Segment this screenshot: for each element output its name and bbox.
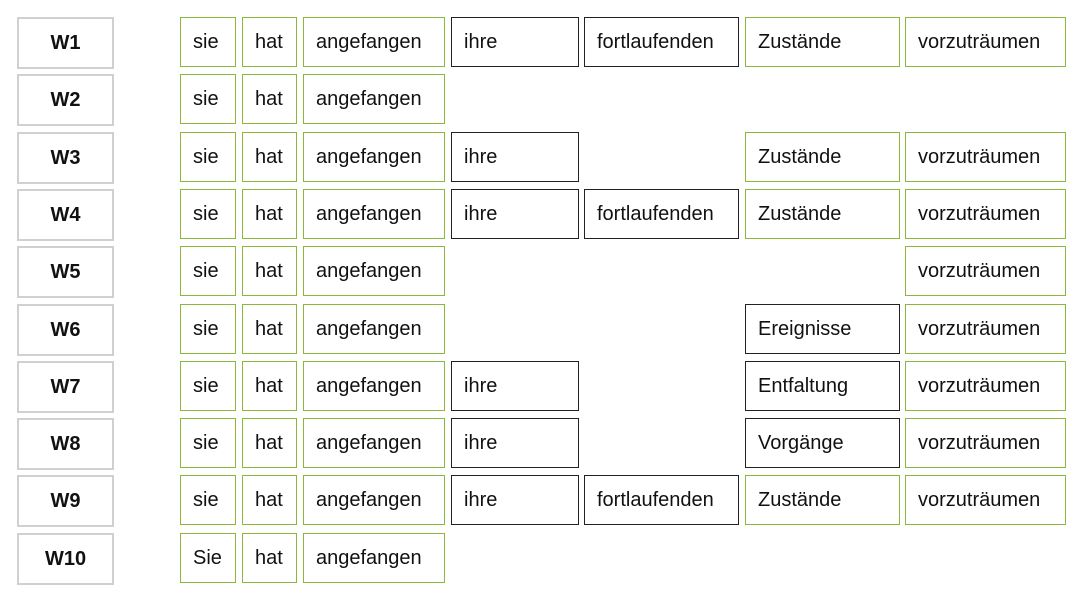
word-cell: angefangen <box>303 246 445 296</box>
word-cell: Zustände <box>745 17 900 67</box>
row-label: W5 <box>17 246 114 298</box>
row-label: W9 <box>17 475 114 527</box>
word-cell: fortlaufenden <box>584 189 739 239</box>
word-cell: angefangen <box>303 418 445 468</box>
word-cell: ihre <box>451 17 579 67</box>
word-cell: Zustände <box>745 475 900 525</box>
word-cell: vorzuträumen <box>905 418 1066 468</box>
word-cell: Vorgänge <box>745 418 900 468</box>
word-cell: angefangen <box>303 533 445 583</box>
word-cell: Sie <box>180 533 236 583</box>
word-cell: vorzuträumen <box>905 475 1066 525</box>
word-cell: angefangen <box>303 189 445 239</box>
word-cell: ihre <box>451 475 579 525</box>
word-cell: angefangen <box>303 132 445 182</box>
word-cell: Entfaltung <box>745 361 900 411</box>
word-cell: angefangen <box>303 361 445 411</box>
word-cell: ihre <box>451 361 579 411</box>
word-cell: Ereignisse <box>745 304 900 354</box>
word-cell: ihre <box>451 189 579 239</box>
word-cell: sie <box>180 246 236 296</box>
word-cell: hat <box>242 132 297 182</box>
word-cell: hat <box>242 475 297 525</box>
word-cell: angefangen <box>303 475 445 525</box>
word-cell: angefangen <box>303 74 445 124</box>
word-cell: vorzuträumen <box>905 246 1066 296</box>
word-cell: fortlaufenden <box>584 17 739 67</box>
word-cell: Zustände <box>745 132 900 182</box>
row-label: W10 <box>17 533 114 585</box>
word-cell: sie <box>180 17 236 67</box>
row-label: W8 <box>17 418 114 470</box>
row-label: W3 <box>17 132 114 184</box>
word-cell: sie <box>180 361 236 411</box>
word-cell: ihre <box>451 132 579 182</box>
word-cell: hat <box>242 74 297 124</box>
word-cell: vorzuträumen <box>905 132 1066 182</box>
word-cell: sie <box>180 418 236 468</box>
word-cell: sie <box>180 304 236 354</box>
word-cell: ihre <box>451 418 579 468</box>
row-label: W6 <box>17 304 114 356</box>
word-cell: vorzuträumen <box>905 17 1066 67</box>
row-label: W1 <box>17 17 114 69</box>
word-cell: vorzuträumen <box>905 361 1066 411</box>
row-label: W4 <box>17 189 114 241</box>
word-cell: vorzuträumen <box>905 304 1066 354</box>
word-cell: hat <box>242 189 297 239</box>
row-label: W2 <box>17 74 114 126</box>
word-cell: hat <box>242 246 297 296</box>
word-cell: hat <box>242 304 297 354</box>
word-cell: hat <box>242 533 297 583</box>
row-label: W7 <box>17 361 114 413</box>
word-cell: sie <box>180 189 236 239</box>
word-cell: sie <box>180 132 236 182</box>
word-cell: Zustände <box>745 189 900 239</box>
word-cell: hat <box>242 361 297 411</box>
word-cell: angefangen <box>303 17 445 67</box>
word-cell: angefangen <box>303 304 445 354</box>
word-cell: sie <box>180 74 236 124</box>
word-cell: sie <box>180 475 236 525</box>
word-cell: hat <box>242 17 297 67</box>
word-cell: hat <box>242 418 297 468</box>
word-cell: fortlaufenden <box>584 475 739 525</box>
word-cell: vorzuträumen <box>905 189 1066 239</box>
